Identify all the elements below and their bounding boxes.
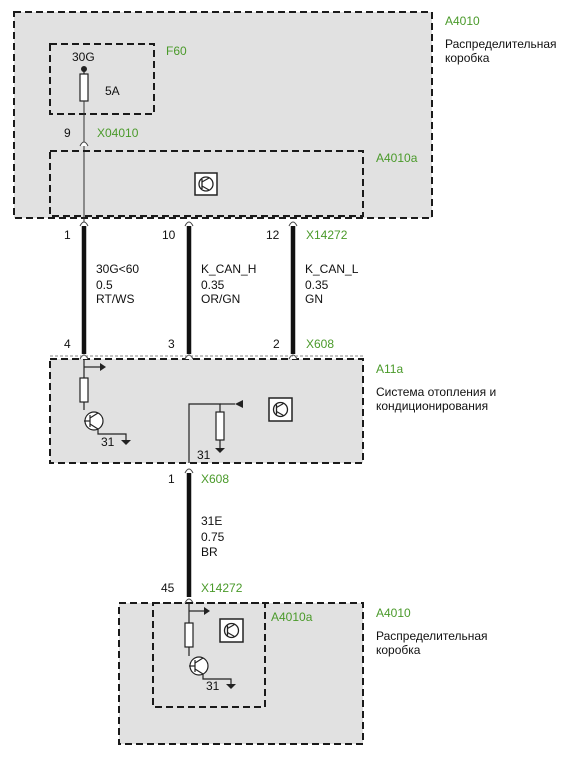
fuse-icon (79, 73, 89, 102)
x608-bottom-pin: 1 (168, 472, 175, 486)
a4010a-top-box (49, 150, 364, 217)
transistor-icon (189, 656, 209, 676)
a11a-id: A11a (376, 362, 403, 376)
transistor-module-icon (194, 172, 218, 196)
a4010-top-id: A4010 (445, 14, 480, 28)
x608-top-pin-2: 3 (168, 337, 175, 351)
a4010-top-name-1: Распределительная (445, 37, 557, 51)
arrow-right-icon (100, 363, 106, 371)
wire-1-signal: 30G<60 (96, 262, 139, 276)
x04010-connector: X04010 (97, 126, 139, 140)
wire-4-gauge: 0.75 (201, 530, 225, 544)
transistor-module-icon (219, 618, 244, 643)
a4010a-top-id: A4010a (376, 151, 418, 165)
wire-3-gauge: 0.35 (305, 278, 329, 292)
a4010-top-box (13, 11, 433, 219)
transistor-module-icon (268, 397, 293, 422)
a4010-bottom-id: A4010 (376, 606, 411, 620)
a11a-ground-left: 31 (101, 435, 115, 449)
ground-icon (215, 448, 225, 453)
wire-1-color: RT/WS (96, 292, 134, 306)
wire-2-gauge: 0.35 (201, 278, 225, 292)
transistor-icon (84, 411, 104, 431)
x14272-top-connector: X14272 (306, 228, 348, 242)
x608-bottom-connector: X608 (201, 472, 229, 486)
f60-terminal: 30G (72, 50, 95, 64)
wire-4-color: BR (201, 545, 218, 559)
a11a-name-2: кондиционирования (376, 399, 488, 413)
wire-2-signal: K_CAN_H (201, 262, 256, 276)
x14272-top-pin-2: 10 (162, 228, 176, 242)
x608-top-connector: X608 (306, 337, 334, 351)
arrow-left-icon (235, 400, 243, 408)
a4010-bottom-ground: 31 (206, 679, 220, 693)
wire-1-gauge: 0.5 (96, 278, 113, 292)
connector-pin-icon (288, 221, 298, 227)
wire-4-signal: 31E (201, 514, 222, 528)
a11a-box (49, 358, 364, 464)
a11a-ground-right: 31 (197, 448, 211, 462)
connector-pin-icon (184, 221, 194, 227)
f60-fuse-box (49, 43, 155, 115)
wire-3-color: GN (305, 292, 323, 306)
f60-id: F60 (166, 44, 187, 58)
x14272-bottom-pin: 45 (161, 581, 175, 595)
a4010a-bottom-id: A4010a (271, 610, 313, 624)
x14272-top-pin-3: 12 (266, 228, 280, 242)
connector-pin-icon (79, 221, 89, 227)
wire-2-color: OR/GN (201, 292, 240, 306)
a4010-top-name-2: коробка (445, 51, 490, 65)
a4010-bottom-name-1: Распределительная (376, 629, 488, 643)
a11a-name-1: Система отопления и (376, 385, 496, 399)
f60-rating: 5A (105, 84, 120, 98)
resistor-icon (184, 622, 194, 648)
resistor-icon (215, 411, 225, 441)
ground-icon (226, 684, 236, 689)
x14272-top-pin-1: 1 (64, 228, 71, 242)
x14272-bottom-connector: X14272 (201, 581, 243, 595)
ground-icon (121, 440, 131, 445)
a4010-bottom-name-2: коробка (376, 643, 421, 657)
arrow-right-icon (204, 607, 210, 615)
a4010a-bottom-box (152, 602, 266, 708)
wire-3-signal: K_CAN_L (305, 262, 359, 276)
x608-top-pin-1: 4 (64, 337, 71, 351)
x608-top-pin-3: 2 (273, 337, 280, 351)
connector-pin-icon (184, 468, 194, 474)
x04010-pin: 9 (64, 126, 71, 140)
connector-pin-icon (79, 141, 89, 147)
resistor-icon (79, 377, 89, 403)
